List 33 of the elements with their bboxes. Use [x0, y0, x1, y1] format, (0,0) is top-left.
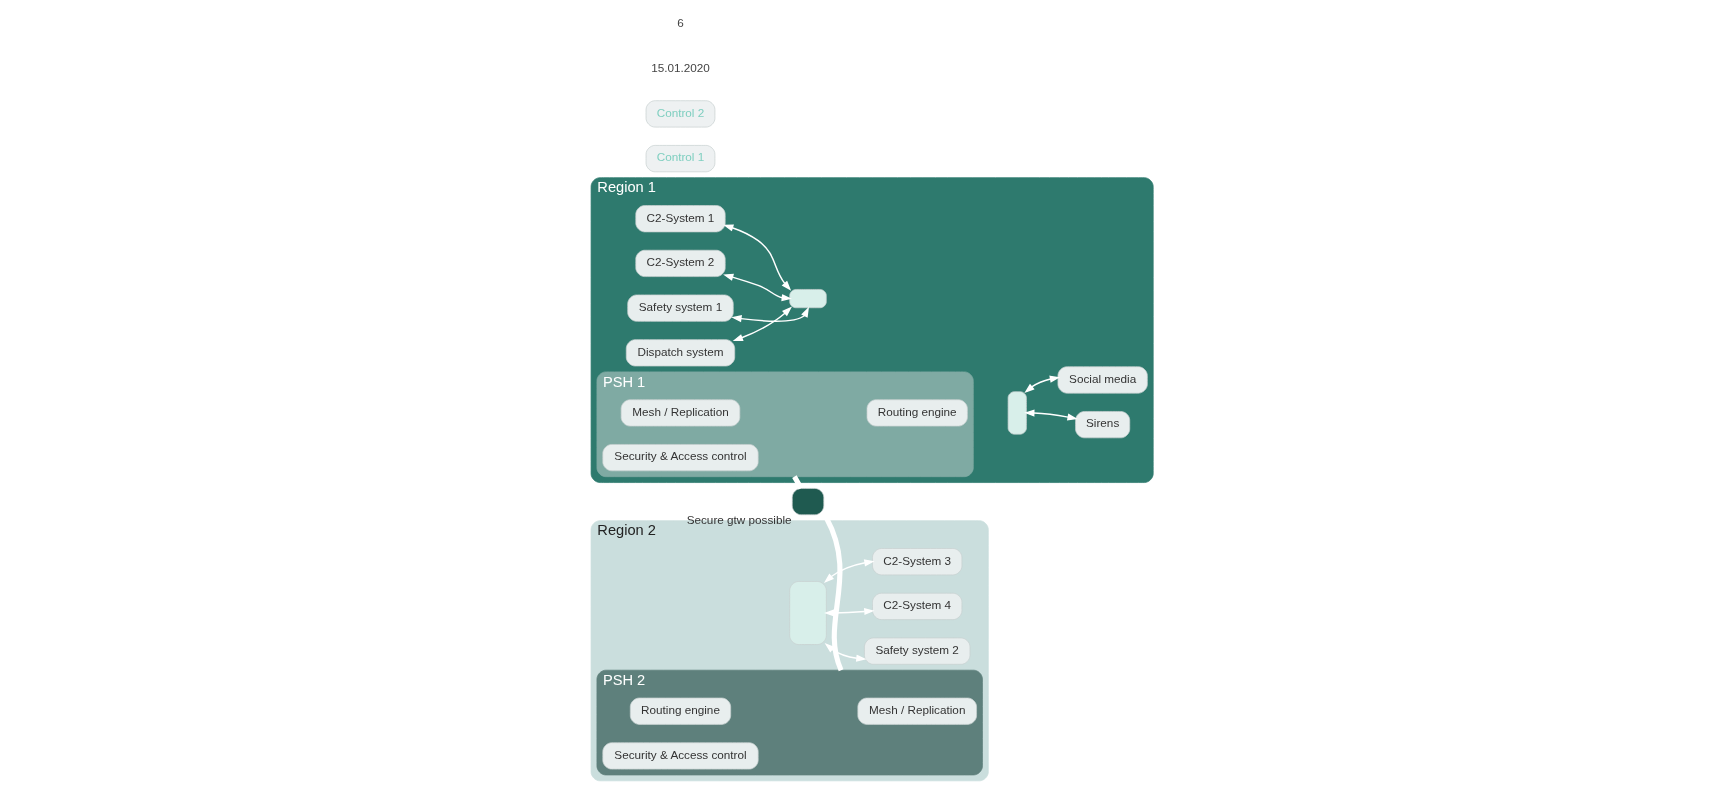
- node-box: [789, 289, 827, 309]
- arrow: [823, 559, 875, 583]
- arrow: [731, 306, 809, 323]
- node-box: [791, 488, 825, 516]
- node-box: Routing engine: [629, 697, 732, 725]
- node-box: Security & Access control: [602, 742, 759, 770]
- node-box: Sirens: [1075, 411, 1131, 439]
- node-box: Social media: [1057, 366, 1148, 394]
- arrow: [1024, 375, 1061, 394]
- node-box: Security & Access control: [602, 444, 759, 472]
- node-box: Routing engine: [866, 399, 968, 427]
- node-box: [789, 581, 827, 645]
- arrow: [723, 224, 792, 291]
- arrow: [1024, 409, 1078, 421]
- node-box: C2-System 4: [872, 592, 963, 620]
- arrow: [824, 607, 875, 617]
- arrow: [732, 306, 793, 342]
- node-box: C2-System 1: [635, 205, 726, 233]
- node-box: Control 1: [645, 145, 716, 173]
- arrow: [824, 643, 867, 662]
- node-box: Control 2: [645, 100, 716, 128]
- node-box: [1007, 391, 1027, 435]
- node-box: Mesh / Replication: [620, 399, 741, 427]
- node-box: Safety system 1: [627, 294, 734, 322]
- connector: [792, 475, 804, 490]
- label: 15.01.2020: [651, 60, 710, 74]
- node-box: C2-System 3: [872, 548, 963, 576]
- node-box: Dispatch system: [625, 339, 736, 367]
- node-box: Safety system 2: [864, 637, 971, 665]
- label: 6: [677, 16, 684, 30]
- arrow: [723, 273, 792, 302]
- node-box: C2-System 2: [635, 249, 726, 277]
- node-box: Mesh / Replication: [857, 697, 977, 725]
